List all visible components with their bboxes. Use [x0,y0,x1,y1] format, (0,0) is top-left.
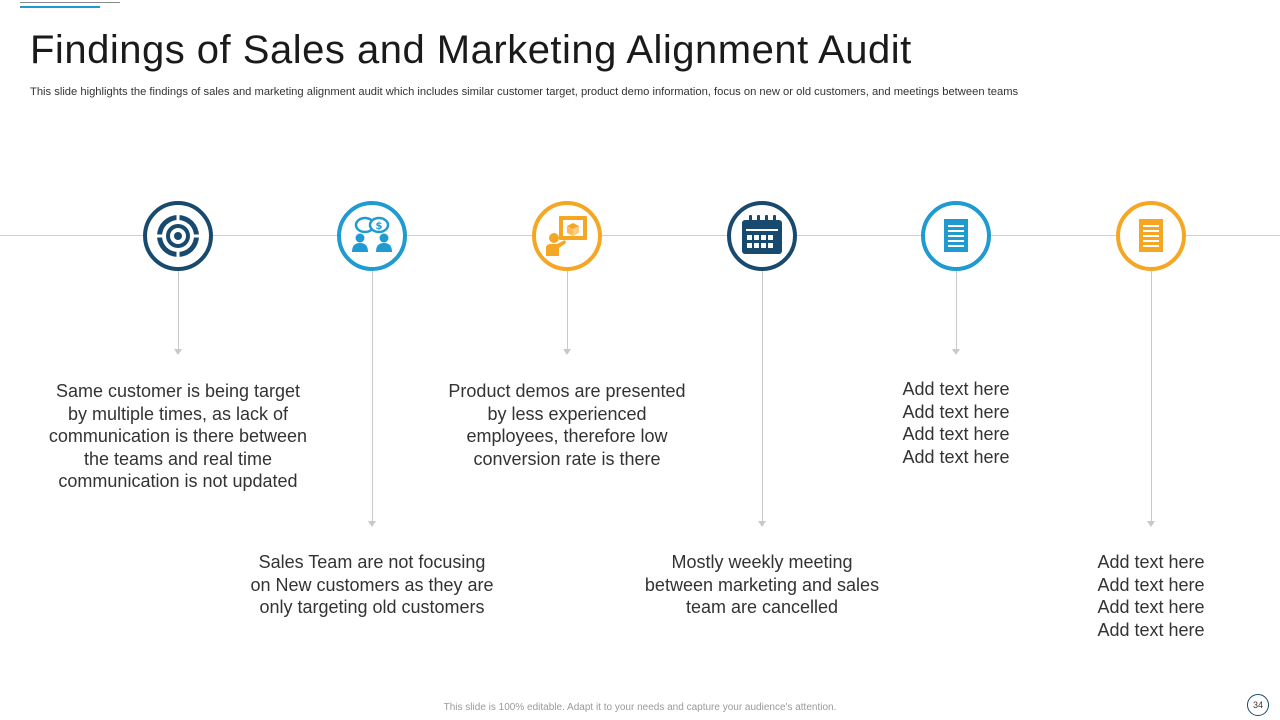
finding-line: Same customer is being target [55,381,301,401]
node-calendar [727,201,797,271]
finding-line: Add text here [1097,574,1205,595]
finding-text-4: Mostly weekly meeting between marketing … [617,551,907,619]
finding-line: communication is not updated [58,471,298,491]
finding-line: team are cancelled [685,597,839,617]
connector-4 [762,271,763,521]
connector-6 [1151,271,1152,521]
finding-line: Product demos are presented [448,381,686,401]
finding-line: Add text here [902,446,1010,467]
presentation-icon [546,216,587,256]
connector-1-arrow [174,349,182,355]
finding-text-2: Sales Team are not focusing on New custo… [227,551,517,619]
finding-line: Mostly weekly meeting [671,552,853,572]
finding-line: on New customers as they are [250,574,494,595]
connector-6-arrow [1147,521,1155,527]
finding-line: Add text here [902,379,1010,399]
connector-3-arrow [563,349,571,355]
finding-line: Add text here [1097,552,1205,572]
finding-line: Sales Team are not focusing [258,552,486,572]
node-target [143,201,213,271]
timeline-line [0,235,1280,236]
node-document-1 [921,201,991,271]
connector-2 [372,271,373,521]
document-icon [944,219,968,252]
target-icon [155,213,201,259]
finding-line: only targeting old customers [259,597,485,617]
page-number: 34 [1252,700,1263,710]
finding-text-3: Product demos are presented by less expe… [422,380,712,470]
page-number-badge: 34 [1247,694,1269,716]
corner-accent [20,0,120,8]
footer-note: This slide is 100% editable. Adapt it to… [443,702,837,713]
finding-line: conversion rate is there [473,448,661,469]
finding-line: employees, therefore low [466,426,668,446]
node-document-2 [1116,201,1186,271]
connector-1 [178,271,179,349]
slide-subtitle: This slide highlights the findings of sa… [30,86,1019,98]
finding-line: Add text here [1097,619,1205,640]
connector-4-arrow [758,521,766,527]
document-icon [1139,219,1163,252]
finding-line: communication is there between [48,426,308,446]
finding-text-5: Add text here Add text here Add text her… [811,378,1101,468]
finding-text-6: Add text here Add text here Add text her… [1006,551,1280,641]
finding-line: Add text here [902,424,1010,444]
negotiation-icon: $ [352,216,392,252]
connector-3 [567,271,568,349]
slide-title: Findings of Sales and Marketing Alignmen… [30,28,912,72]
connector-2-arrow [368,521,376,527]
connector-5 [956,271,957,349]
finding-text-1: Same customer is being target by multipl… [33,380,323,493]
finding-line: between marketing and sales [644,574,880,595]
calendar-icon [742,215,782,254]
finding-line: the teams and real time [83,448,273,469]
node-presentation [532,201,602,271]
finding-line: by multiple times, as lack of [67,403,289,424]
node-negotiation: $ [337,201,407,271]
finding-line: by less experienced [487,403,647,424]
svg-text:$: $ [376,221,383,232]
finding-line: Add text here [902,401,1010,422]
finding-line: Add text here [1097,597,1205,617]
connector-5-arrow [952,349,960,355]
